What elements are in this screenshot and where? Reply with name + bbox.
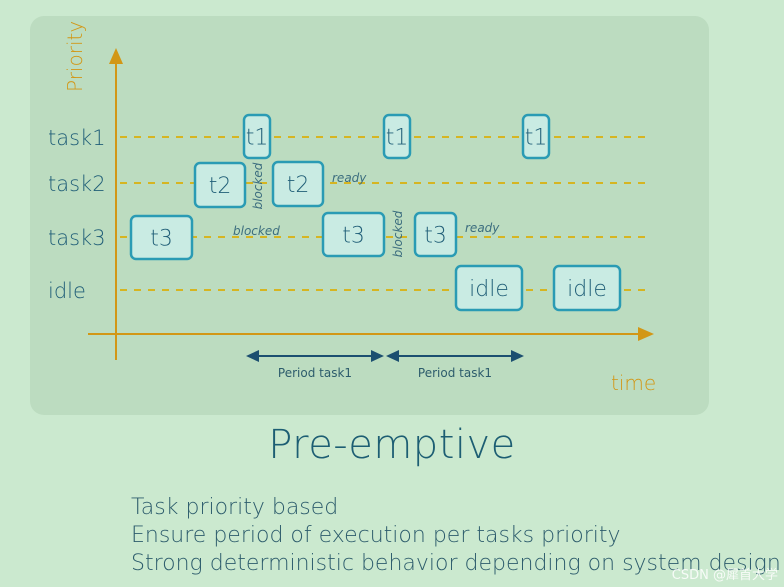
period-label: Period task1 — [278, 366, 352, 380]
task-block-label: idle — [469, 277, 509, 302]
x-axis-arrowhead — [638, 327, 654, 341]
task-block-label: t3 — [424, 224, 447, 249]
period-arrowhead-right — [371, 350, 384, 362]
bullet-item: Strong deterministic behavior depending … — [131, 551, 781, 576]
x-axis-label: time — [611, 371, 656, 395]
y-axis-arrowhead — [109, 48, 123, 64]
task-block-label: t3 — [150, 227, 173, 252]
task-block-label: idle — [567, 277, 607, 302]
task-block — [321, 211, 386, 258]
task-block — [413, 211, 458, 258]
task-block — [382, 113, 412, 160]
page-title: Pre-emptive — [268, 422, 516, 468]
state-annotation: blocked — [251, 162, 265, 209]
row-label: task1 — [48, 126, 106, 150]
task-block-label: t2 — [287, 173, 310, 198]
task-block — [454, 264, 524, 312]
task-block — [242, 113, 272, 160]
row-label: idle — [48, 279, 86, 303]
row-label: task2 — [48, 172, 106, 196]
task-block-label: t1 — [246, 126, 269, 151]
y-axis-label: Priority — [63, 21, 87, 92]
task-block — [521, 113, 551, 160]
period-label: Period task1 — [418, 366, 492, 380]
task-block — [193, 161, 247, 209]
period-arrowhead-left — [386, 350, 399, 362]
task-block-label: t1 — [525, 126, 548, 151]
task-block-label: t1 — [386, 126, 409, 151]
state-annotation: ready — [465, 221, 500, 235]
bullet-list: Task priority based Ensure period of exe… — [131, 494, 781, 578]
period-arrowhead-left — [246, 350, 259, 362]
task-block — [129, 214, 194, 261]
task-block-label: t3 — [342, 224, 365, 249]
watermark: CSDN @犀首大学 — [671, 568, 778, 583]
state-annotation: blocked — [233, 224, 280, 238]
task-block — [271, 160, 325, 208]
state-annotation: ready — [332, 171, 367, 185]
task-block — [552, 264, 622, 312]
period-arrowhead-right — [511, 350, 524, 362]
task-block-label: t2 — [209, 174, 232, 199]
row-label: task3 — [48, 226, 106, 250]
bullet-item: Task priority based — [131, 495, 339, 520]
state-annotation: blocked — [391, 210, 405, 257]
bullet-item: Ensure period of execution per tasks pri… — [131, 523, 621, 548]
